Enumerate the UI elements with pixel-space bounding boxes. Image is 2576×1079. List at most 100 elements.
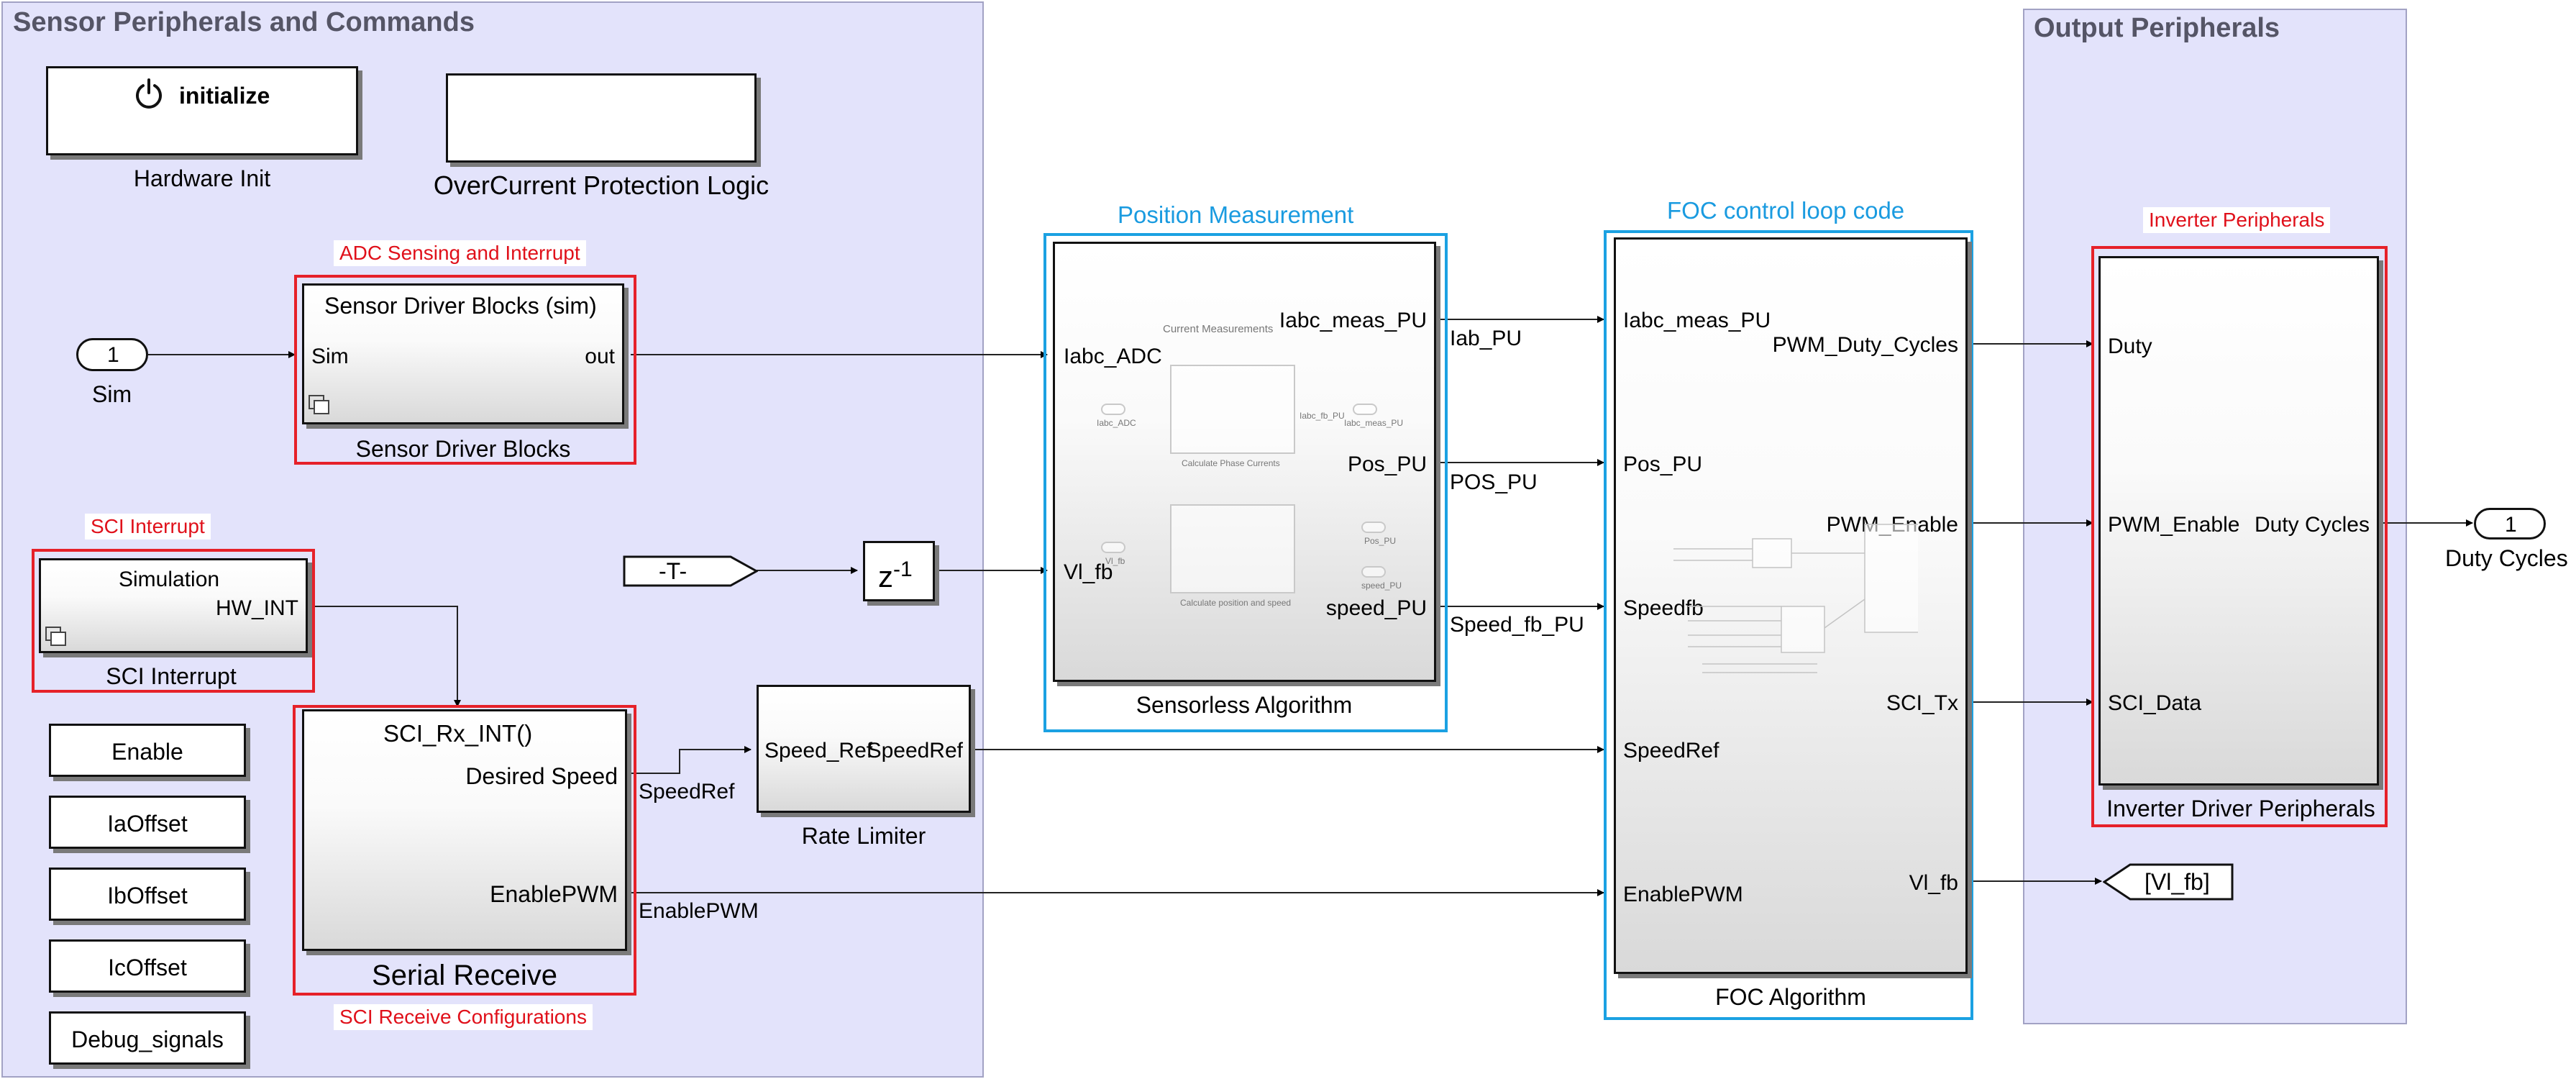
foc-internal-preview [1673, 524, 1918, 673]
foc-highlight-box [1604, 230, 1973, 1020]
inverter-in-sci: SCI_Data [2108, 691, 2202, 715]
foc-in-speedfb: Speedfb [1623, 596, 1704, 620]
unit-delay-block[interactable]: z-1 [863, 541, 935, 601]
inner-current-title: Current Measurements [1163, 323, 1274, 335]
signal-label-speed-fb: Speed_fb_PU [1450, 613, 1584, 637]
hardware-init-block[interactable]: initialize [46, 66, 358, 155]
inner-iabc-port [1101, 404, 1125, 415]
sci-interrupt-annotation: SCI Interrupt [85, 514, 211, 540]
hardware-init-label: Hardware Init [133, 165, 271, 191]
sensorless-label: Sensorless Algorithm [1136, 692, 1353, 718]
subsystem-icon [309, 395, 329, 414]
inner-iabc-port-label: Iabc_ADC [1097, 418, 1136, 428]
foc-in-pos: Pos_PU [1623, 452, 1703, 476]
rate-limiter-block[interactable]: Speed_Ref SpeedRef [757, 685, 971, 813]
inner-iabc-meas-label: Iabc_meas_PU [1344, 418, 1404, 428]
sim-port-number: 1 [107, 343, 119, 367]
data-store-debug-signals[interactable]: Debug_signals [49, 1011, 246, 1065]
inner-speed-port [1361, 566, 1386, 578]
sci-interrupt-label: SCI Interrupt [106, 663, 237, 689]
sci-receive-highlight-box [293, 705, 636, 996]
serial-receive-block[interactable]: SCI_Rx_INT() Desired Speed EnablePWM [302, 709, 627, 951]
inner-position-block [1170, 504, 1295, 593]
serial-receive-out-desired: Desired Speed [465, 763, 618, 789]
position-measurement-annotation: Position Measurement [1118, 201, 1354, 228]
data-store-label: Enable [111, 739, 183, 765]
duty-cycles-outport[interactable]: 1 [2474, 508, 2546, 540]
sensorless-in-iabc: Iabc_ADC [1064, 345, 1162, 368]
data-store-icoffset[interactable]: IcOffset [49, 939, 246, 993]
inverter-out: Duty Cycles [2254, 513, 2370, 537]
sci-interrupt-highlight-box [32, 549, 315, 693]
inner-pos-label: Pos_PU [1364, 536, 1397, 546]
inverter-label: Inverter Driver Peripherals [2106, 796, 2375, 821]
inverter-in-duty: Duty [2108, 334, 2152, 358]
inverter-highlight-box [2091, 246, 2388, 827]
inner-vl-port [1101, 542, 1125, 553]
signal-label-pos: POS_PU [1450, 470, 1538, 494]
data-store-label: Debug_signals [71, 1026, 224, 1052]
data-store-label: IbOffset [107, 883, 188, 909]
sensor-driver-out-port: out [585, 345, 615, 368]
initialize-text: initialize [179, 83, 270, 109]
sensor-area-title: Sensor Peripherals and Commands [13, 7, 475, 37]
sci-interrupt-title: Simulation [119, 568, 220, 591]
serial-receive-out-enable: EnablePWM [490, 881, 618, 907]
from-tag-text: -T- [659, 558, 688, 584]
sensorless-out-speed: speed_PU [1325, 596, 1427, 620]
foc-algorithm-label: FOC Algorithm [1715, 984, 1866, 1010]
sim-inport[interactable]: 1 [76, 338, 148, 371]
sci-interrupt-out-port: HW_INT [216, 596, 298, 620]
unit-delay-exponent: -1 [893, 557, 913, 581]
outport-number: 1 [2505, 513, 2517, 537]
sensorless-out-pos: Pos_PU [1347, 452, 1427, 476]
data-store-iaoffset[interactable]: IaOffset [49, 796, 246, 849]
goto-vl-fb-text: [Vl_fb] [2145, 869, 2210, 895]
rate-limiter-label: Rate Limiter [801, 823, 926, 849]
data-store-label: IcOffset [108, 955, 187, 980]
from-tag-block[interactable] [623, 555, 758, 587]
sci-interrupt-block[interactable]: Simulation HW_INT [39, 558, 308, 653]
unit-delay-base: z [878, 560, 893, 593]
inner-iabc-meas-port [1353, 404, 1377, 415]
data-store-iboffset[interactable]: IbOffset [49, 868, 246, 921]
sim-label: Sim [92, 381, 132, 407]
inner-vl-port-label: Vl_fb [1105, 556, 1125, 566]
inner-current-caption: Calculate Phase Currents [1182, 458, 1280, 468]
inner-pos-port [1361, 522, 1386, 533]
sensor-driver-in-port: Sim [311, 345, 349, 368]
adc-sensing-annotation: ADC Sensing and Interrupt [334, 240, 586, 266]
rate-limiter-out-port: SpeedRef [867, 739, 963, 762]
foc-in-iabc: Iabc_meas_PU [1623, 309, 1771, 332]
foc-out-sci: SCI_Tx [1886, 691, 1958, 715]
subsystem-icon [45, 627, 66, 646]
overcurrent-block[interactable] [446, 73, 757, 163]
unit-delay-z: z-1 [878, 559, 913, 592]
foc-out-vl: Vl_fb [1909, 871, 1958, 895]
foc-algorithm-block[interactable]: Iabc_meas_PU Pos_PU Speedfb SpeedRef Ena… [1614, 237, 1968, 974]
outport-label: Duty Cycles [2445, 545, 2568, 571]
overcurrent-label: OverCurrent Protection Logic [433, 170, 769, 200]
inverter-in-enable: PWM_Enable [2108, 513, 2240, 537]
goto-vl-fb-block[interactable] [2103, 863, 2235, 901]
inverter-driver-block[interactable]: Duty PWM_Enable SCI_Data Duty Cycles [2098, 256, 2379, 786]
sensorless-algorithm-block[interactable]: Iabc_ADC Vl_fb Iabc_meas_PU Pos_PU speed… [1053, 242, 1436, 682]
inner-current-block [1170, 365, 1295, 454]
sensorless-in-vl: Vl_fb [1064, 560, 1113, 584]
sensor-driver-label: Sensor Driver Blocks [355, 436, 571, 462]
data-store-enable[interactable]: Enable [49, 724, 246, 777]
output-area-title: Output Peripherals [2034, 13, 2280, 43]
inner-iabc-out-label: Iabc_fb_PU [1300, 411, 1345, 421]
power-icon [136, 78, 162, 109]
sci-receive-annotation: SCI Receive Configurations [334, 1004, 593, 1030]
sensorless-out-iabc: Iabc_meas_PU [1279, 309, 1427, 332]
inner-position-caption: Calculate position and speed [1180, 598, 1292, 608]
signal-label-enablepwm: EnablePWM [639, 899, 759, 923]
position-highlight-box [1043, 233, 1448, 732]
foc-control-annotation: FOC control loop code [1667, 197, 1905, 224]
foc-in-speedref: SpeedRef [1623, 739, 1719, 762]
inner-speed-label: speed_PU [1361, 581, 1402, 591]
sensor-driver-block[interactable]: Sensor Driver Blocks (sim) Sim out [302, 283, 624, 424]
adc-highlight-box [294, 275, 636, 465]
